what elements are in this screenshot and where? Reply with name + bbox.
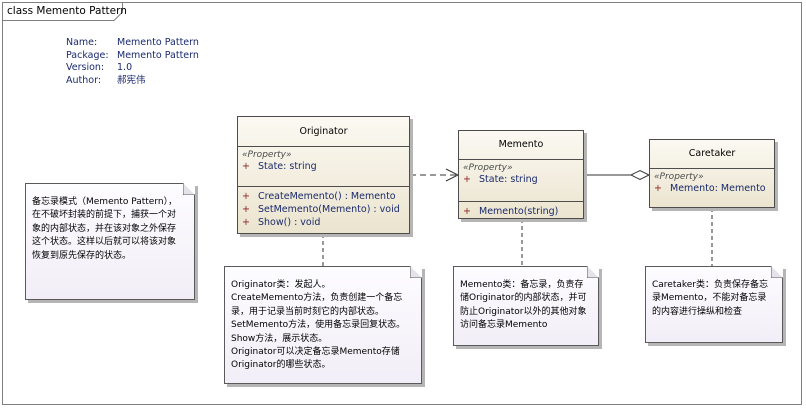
- meta-row-package: Package: Memento Pattern: [66, 50, 199, 63]
- attributes-section: «Property» + State: string: [459, 160, 583, 202]
- meta-key: Package:: [66, 49, 109, 61]
- note-line: 访问备忘录Memento: [460, 320, 548, 331]
- attributes-section: «Property» + Memento: Memento: [650, 169, 774, 198]
- note-fold-corner: [771, 266, 783, 278]
- class-memento[interactable]: Memento «Property» + State: string + Memen…: [458, 130, 584, 219]
- note-line: SetMemento方法，使用备忘录回复状态。: [231, 320, 406, 331]
- operation-item[interactable]: + Memento(string): [463, 205, 583, 218]
- note-line: Show方法，展示状态。: [231, 333, 328, 344]
- note-caretaker[interactable]: Caretaker类：负责保存备忘 录Memento，不能对备忘录 的内容进行操…: [645, 266, 783, 343]
- diagram-frame: [2, 2, 802, 405]
- meta-value: Memento Pattern: [117, 49, 199, 61]
- meta-value: 1.0: [117, 62, 133, 74]
- stereotype-label: «Property»: [463, 163, 513, 173]
- meta-key: Version:: [66, 62, 105, 74]
- diagram-metadata: Name: Memento Pattern Package: Memento Pat…: [66, 37, 199, 87]
- note-line: Originator可以决定备忘录Memento存储: [231, 347, 400, 358]
- operation-item[interactable]: + Show() : void: [242, 216, 409, 229]
- attribute-item[interactable]: + State: string: [242, 160, 409, 173]
- visibility-marker: +: [242, 161, 250, 172]
- note-line: 备忘录模式（Memento Pattern），: [32, 197, 178, 207]
- operation-text: Memento(string): [479, 206, 559, 217]
- attribute-item[interactable]: + Memento: Memento: [654, 182, 774, 195]
- attributes-section: «Property» + State: string: [238, 147, 409, 187]
- visibility-marker: +: [463, 174, 471, 185]
- note-fold-corner: [410, 266, 422, 278]
- aggregation-diamond: [629, 169, 651, 181]
- stereotype-label: «Property»: [242, 150, 292, 160]
- attribute-text: State: string: [479, 174, 538, 185]
- note-line: 象的内部状态，并在该对象之外保存: [32, 223, 177, 234]
- note-fold-corner: [183, 183, 195, 195]
- visibility-marker: +: [242, 217, 250, 228]
- note-line: 在不破坏封装的前提下，捕获一个对: [32, 210, 177, 221]
- meta-value: Memento Pattern: [117, 37, 199, 48]
- visibility-marker: +: [242, 191, 250, 202]
- meta-row-author: Author: 郝宪伟: [66, 75, 199, 88]
- note-line: Originator的哪些状态。: [231, 360, 331, 371]
- operation-text: SetMemento(Memento) : void: [258, 204, 400, 215]
- note-line: 防止Originator以外的其他对象: [460, 306, 587, 317]
- class-name: Memento: [459, 131, 583, 160]
- note-memento[interactable]: Memento类：备忘录，负责存 储Originator的内部状态，并可 防止O…: [453, 266, 599, 346]
- note-line: CreateMemento方法，负责创建一个备忘: [231, 293, 403, 304]
- attribute-text: State: string: [258, 161, 317, 172]
- class-caretaker[interactable]: Caretaker «Property» + Memento: Memento: [649, 139, 775, 208]
- class-name: Originator: [238, 117, 409, 147]
- visibility-marker: +: [654, 183, 662, 194]
- frame-tab: class Memento Pattern: [2, 2, 127, 21]
- meta-key: Name:: [66, 37, 98, 48]
- note-memento-pattern[interactable]: 备忘录模式（Memento Pattern）， 在不破坏封装的前提下，捕获一个对…: [25, 183, 195, 300]
- attribute-item[interactable]: + State: string: [463, 173, 583, 186]
- visibility-marker: +: [242, 204, 250, 215]
- operation-item[interactable]: + SetMemento(Memento) : void: [242, 203, 409, 216]
- note-line: 恢复到原先保存的状态。: [32, 250, 132, 261]
- frame-tab-outline: [2, 2, 123, 21]
- operations-section: + CreateMemento() : Memento + SetMemento(M…: [238, 187, 409, 232]
- frame-title: class Memento Pattern: [7, 5, 127, 17]
- class-name: Caretaker: [650, 140, 774, 169]
- note-originator[interactable]: Originator类：发起人。 CreateMemento方法，负责创建一个备…: [224, 266, 422, 384]
- operation-text: CreateMemento() : Memento: [258, 191, 396, 202]
- stereotype-label: «Property»: [654, 172, 704, 182]
- meta-key: Author:: [66, 74, 102, 86]
- meta-row-version: Version: 1.0: [66, 62, 199, 75]
- visibility-marker: +: [463, 206, 471, 217]
- note-line: 录，用于记录当前时刻它的内部状态。: [231, 306, 385, 317]
- note-line: Caretaker类：负责保存备忘: [652, 280, 769, 290]
- meta-value: 郝宪伟: [117, 74, 146, 86]
- operation-text: Show() : void: [258, 217, 321, 228]
- note-line: 这个状态。这样以后就可以将该对象: [32, 237, 177, 248]
- operation-item[interactable]: + CreateMemento() : Memento: [242, 190, 409, 203]
- note-line: 的内容进行操纵和检查: [652, 306, 743, 317]
- class-originator[interactable]: Originator «Property» + State: string + Cr…: [237, 116, 410, 234]
- note-line: 储Originator的内部状态，并可: [460, 293, 587, 304]
- note-line: Originator类：发起人。: [231, 280, 331, 290]
- note-line: Memento类：备忘录，负责存: [460, 280, 584, 290]
- operations-section: + Memento(string): [459, 202, 583, 221]
- meta-row-name: Name: Memento Pattern: [66, 37, 199, 50]
- note-line: 录Memento，不能对备忘录: [652, 293, 767, 304]
- note-fold-corner: [587, 266, 599, 278]
- attribute-text: Memento: Memento: [670, 183, 766, 194]
